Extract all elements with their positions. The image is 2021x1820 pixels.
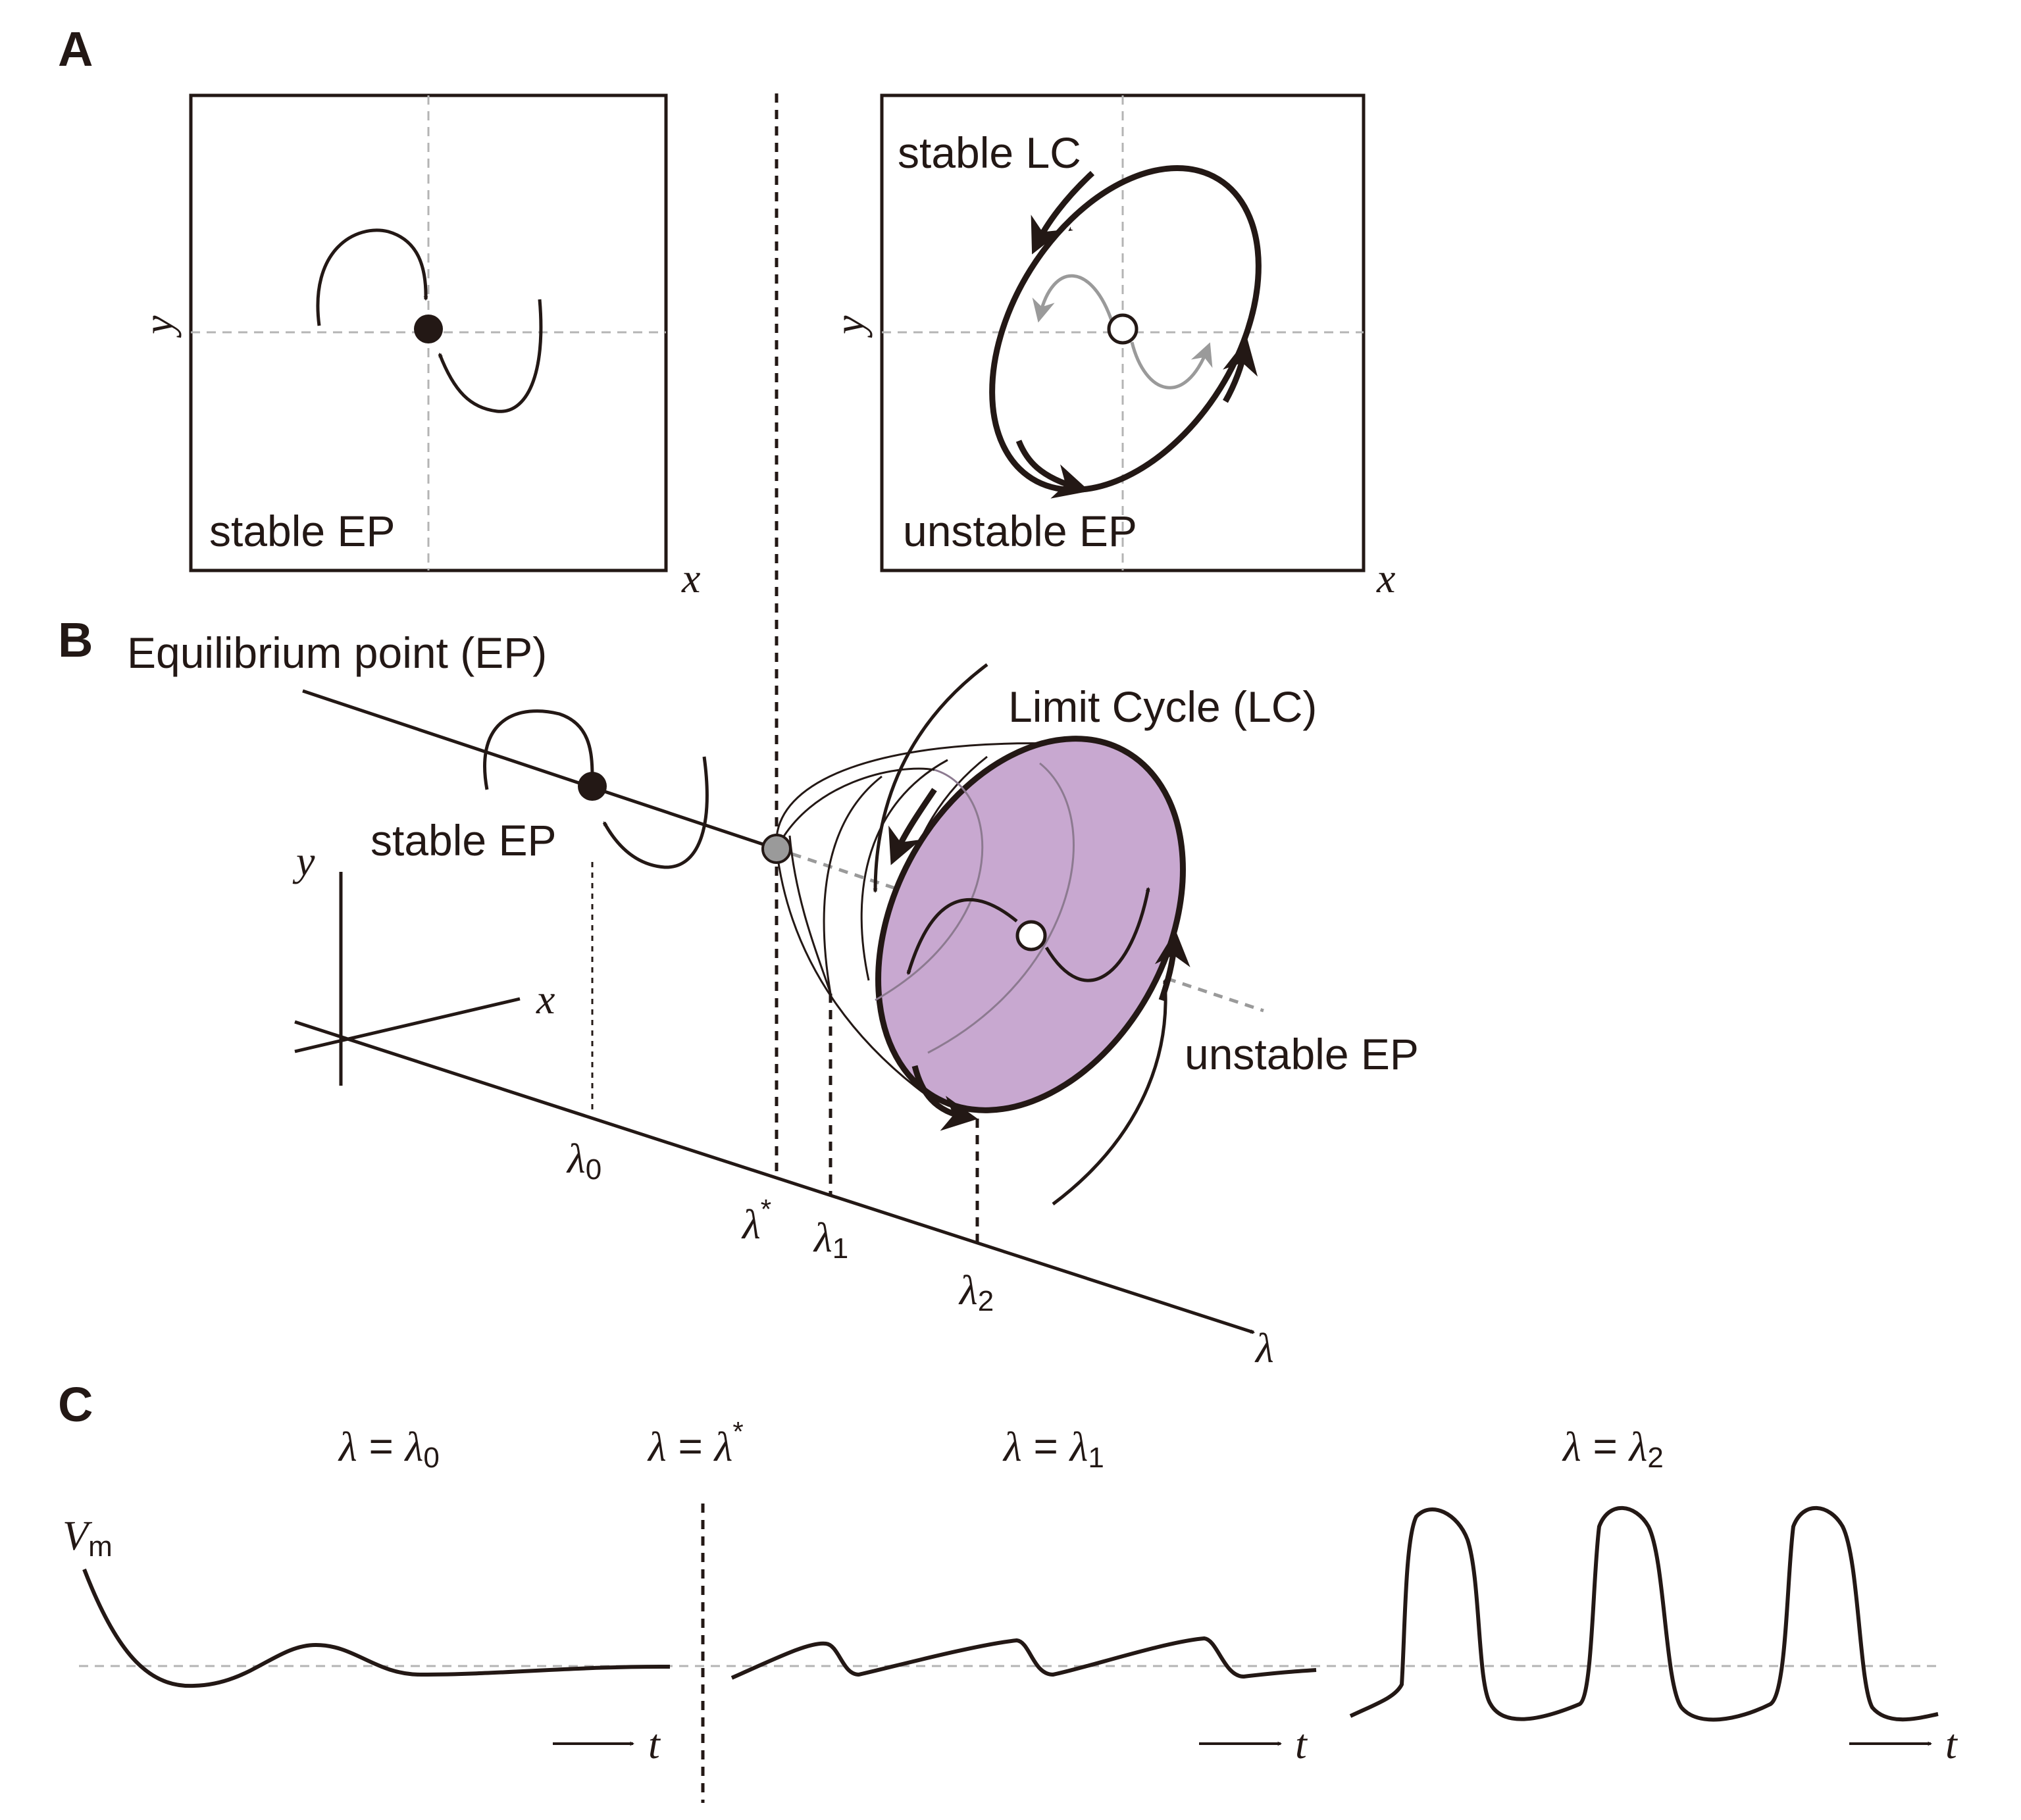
unstable-ep-label-b: unstable EP [1185,1030,1419,1078]
axis-lambda-label: λ [1254,1325,1274,1371]
time-arrow-1: t [553,1721,661,1767]
equilibrium-branch-unstable [776,847,1264,1013]
unstable-equilibrium-point [1107,313,1138,345]
bifurcation-point [761,834,792,864]
unstable-ep-caption-a: unstable EP [903,507,1137,555]
panel-label-c: C [58,1377,93,1432]
y-axis-label-a-right: y [826,315,873,338]
axis-y-label-b: y [292,838,315,884]
lambda-tick-0: λ0 [566,1135,601,1186]
svg-text:λ1: λ1 [813,1214,848,1265]
x-axis-label-a-right: x [1376,555,1395,601]
axis-x-label-b: x [536,976,555,1023]
y-axis-label-a-left: y [135,315,182,338]
condition-lambda-star: λ = λ* [647,1416,744,1470]
time-arrow-2: t [1199,1721,1308,1767]
stable-limit-cycle [989,165,1262,493]
phase-plane-stable-ep: stable EP x y [135,93,700,601]
trace-lambda-2 [1349,1505,1939,1722]
svg-text:t: t [1945,1721,1958,1767]
axes-3d: y x λ [292,838,1274,1371]
lambda-tick-star: λ* [741,1194,771,1248]
b-spiral-upper [483,709,595,790]
stable-ep-caption: stable EP [209,507,396,555]
stable-lc-caption: stable LC [898,128,1081,177]
stable-ep-label-b: stable EP [371,816,557,865]
stable-ep-marker-b [578,772,607,801]
condition-lambda-0: λ = λ0 [338,1423,440,1474]
phase-plane-limit-cycle: stable LC unstable EP x y [826,93,1395,601]
vm-label: Vm [63,1512,113,1563]
limit-cycle-cone [775,663,1190,1205]
svg-text:λ = λ0: λ = λ0 [338,1423,440,1474]
panel-label-b: B [58,613,93,667]
trace-lambda-0 [82,1568,671,1688]
lambda-tick-1: λ1 [813,1214,848,1265]
trace-lambda-1 [730,1636,1317,1680]
unstable-ep-marker-b [1015,920,1047,951]
svg-text:t: t [1295,1721,1308,1767]
equilibrium-branch-stable [302,689,777,851]
svg-text:λ*: λ* [741,1194,771,1248]
condition-lambda-2: λ = λ2 [1562,1423,1664,1474]
svg-text:λ = λ*: λ = λ* [647,1416,744,1470]
lambda-tick-2: λ2 [958,1267,994,1317]
svg-text:λ = λ1: λ = λ1 [1002,1423,1104,1474]
condition-lambda-1: λ = λ1 [1002,1423,1104,1474]
svg-text:λ2: λ2 [958,1267,994,1317]
stable-equilibrium-point [414,315,443,343]
spiral-trajectory-upper [316,228,428,326]
equilibrium-point-label: Equilibrium point (EP) [127,628,547,677]
x-axis-label-a-left: x [681,555,700,601]
svg-text:λ = λ2: λ = λ2 [1562,1423,1664,1474]
b-spiral-lower [602,756,709,869]
spiral-trajectory-lower [438,299,543,413]
svg-text:λ0: λ0 [566,1135,601,1186]
time-arrow-3: t [1849,1721,1958,1767]
svg-text:t: t [648,1721,661,1767]
svg-text:Vm: Vm [63,1512,113,1563]
spiral-out-left [1032,274,1114,323]
limit-cycle-label: Limit Cycle (LC) [1008,682,1317,731]
panel-label-a: A [58,22,93,76]
spiral-out-right [1130,341,1213,390]
